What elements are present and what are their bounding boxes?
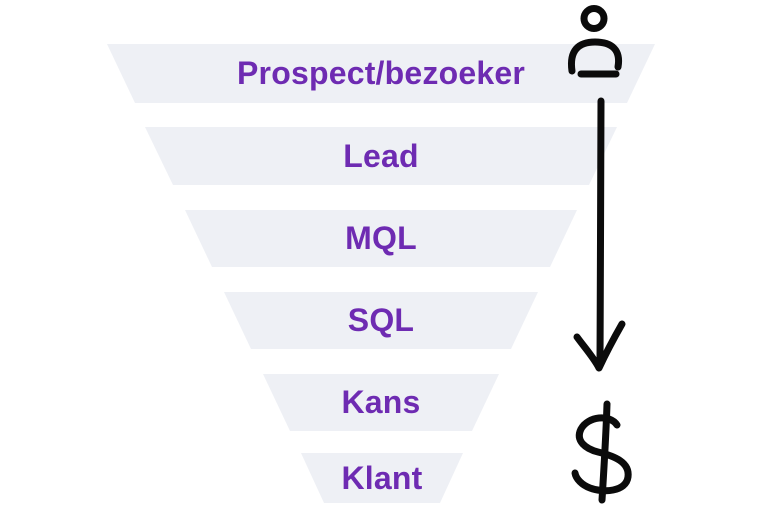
dollar-icon bbox=[571, 400, 632, 504]
funnel-stage-label: Klant bbox=[341, 459, 423, 496]
funnel-stage-label: Kans bbox=[341, 384, 421, 420]
funnel-stage-kans: Kans bbox=[263, 374, 499, 431]
funnel-stage-lead: Lead bbox=[145, 127, 617, 185]
funnel-stage-label: Lead bbox=[343, 137, 419, 174]
funnel-stage-label: MQL bbox=[345, 220, 417, 256]
funnel-stage-sql: SQL bbox=[224, 292, 538, 349]
funnel-stage-label: SQL bbox=[347, 302, 415, 338]
funnel-stage-klant: Klant bbox=[301, 453, 463, 503]
funnel-stage-mql: MQL bbox=[185, 210, 577, 267]
funnel-stage-prospect: Prospect/bezoeker bbox=[107, 44, 655, 103]
funnel-stage-label: Prospect/bezoeker bbox=[237, 55, 525, 91]
